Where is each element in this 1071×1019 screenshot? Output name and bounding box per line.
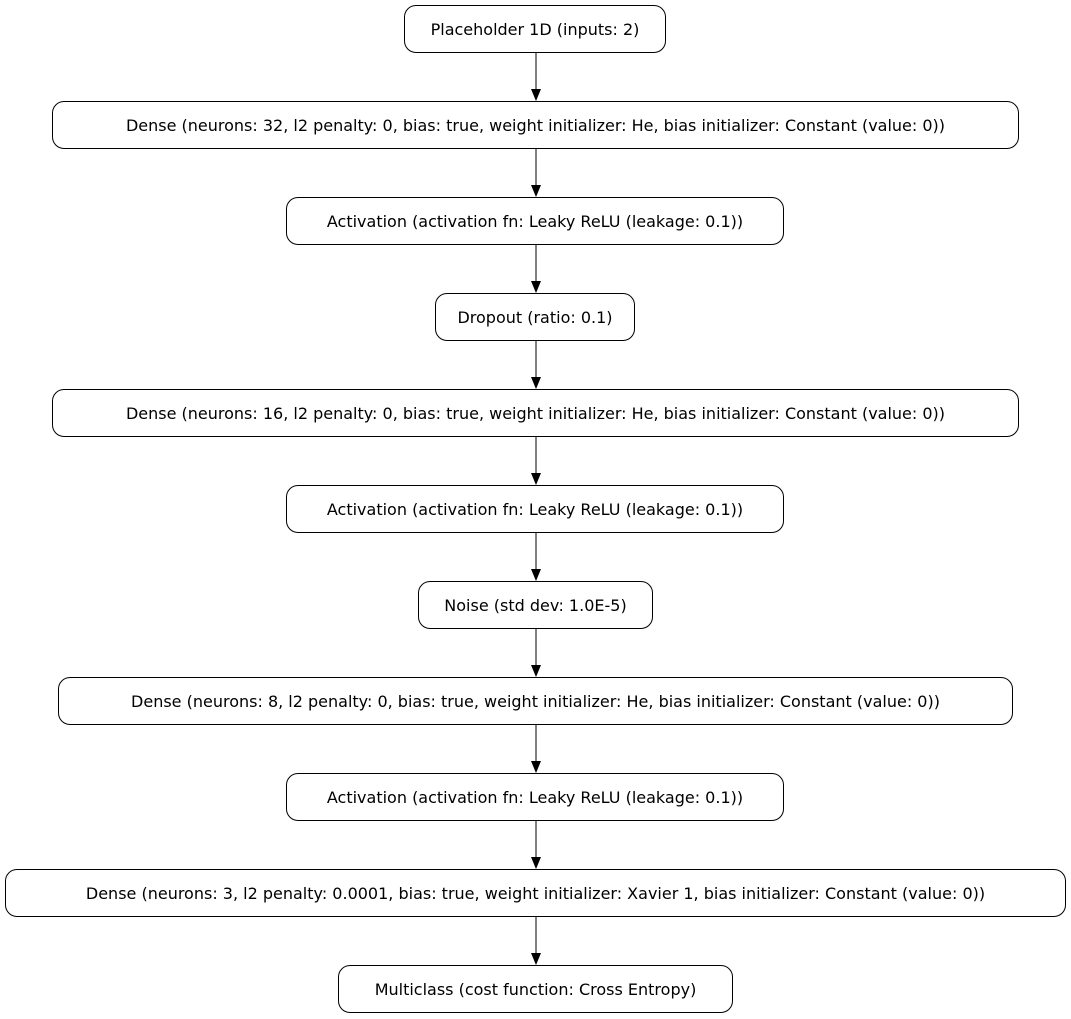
edge [531,533,541,581]
dense-node: Dense (neurons: 8, l2 penalty: 0, bias: … [58,677,1013,725]
activation-node: Activation (activation fn: Leaky ReLU (l… [286,773,784,821]
edge [531,149,541,197]
dense-node: Dense (neurons: 3, l2 penalty: 0.0001, b… [5,869,1066,917]
multiclass-node: Multiclass (cost function: Cross Entropy… [338,965,733,1013]
arrow-head [531,185,541,197]
arrow-head [531,857,541,869]
arrow-head [531,569,541,581]
arrow-head [531,953,541,965]
edge [531,245,541,293]
edge [531,437,541,485]
edge [531,53,541,101]
dense-node: Dense (neurons: 16, l2 penalty: 0, bias:… [52,389,1019,437]
edge [531,821,541,869]
edge [531,725,541,773]
arrow-head [531,377,541,389]
arrow-head [531,281,541,293]
arrow-head [531,473,541,485]
arrow-head [531,761,541,773]
activation-node: Activation (activation fn: Leaky ReLU (l… [286,197,784,245]
edge [531,629,541,677]
edge [531,917,541,965]
activation-node: Activation (activation fn: Leaky ReLU (l… [286,485,784,533]
dropout-node: Dropout (ratio: 0.1) [435,293,635,341]
arrow-head [531,89,541,101]
noise-node: Noise (std dev: 1.0E-5) [418,581,653,629]
dense-node: Dense (neurons: 32, l2 penalty: 0, bias:… [52,101,1019,149]
arrow-head [531,665,541,677]
placeholder-node: Placeholder 1D (inputs: 2) [404,5,666,53]
edge [531,341,541,389]
